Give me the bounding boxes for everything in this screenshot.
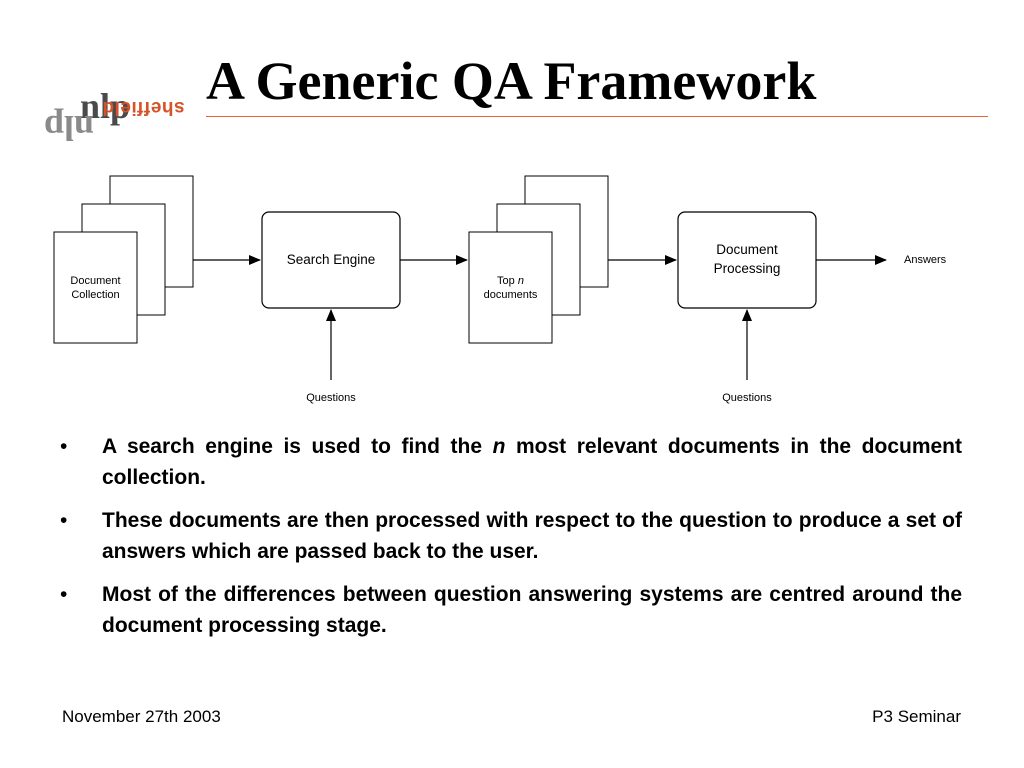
search-engine-node: Search Engine — [261, 211, 401, 309]
document-processing-node: Document Processing — [677, 211, 817, 309]
document-processing-label-line2: Processing — [714, 261, 781, 276]
nlp-sheffield-logo: nlp nlp sheffield — [44, 88, 214, 156]
bullet-item: • A search engine is used to find the n … — [60, 431, 962, 493]
bullet-emphasis-n: n — [492, 435, 506, 458]
questions-label-search: Questions — [306, 392, 356, 404]
top-n-prefix: Top — [497, 275, 515, 287]
top-n-variable: n — [518, 275, 524, 287]
top-n-documents-stack: Top n documents — [468, 175, 609, 344]
slide-title: A Generic QA Framework — [206, 51, 817, 111]
bullet-marker: • — [60, 583, 68, 606]
footer-event: P3 Seminar — [872, 707, 961, 726]
top-n-page-front — [468, 231, 553, 344]
search-engine-label: Search Engine — [287, 252, 376, 267]
logo-nlp-text: nlp — [80, 86, 131, 126]
top-n-label-line2: documents — [484, 289, 538, 301]
document-collection-label-line2: Collection — [71, 289, 119, 301]
bullet-text-before: A search engine is used to find the — [102, 435, 493, 458]
bullet-item: • Most of the differences between questi… — [60, 579, 962, 641]
document-collection-label-line1: Document — [70, 275, 120, 287]
title-underline — [206, 116, 988, 117]
questions-label-processing: Questions — [722, 392, 772, 404]
bullet-text-after: most relevant documents in the document … — [102, 435, 963, 489]
document-collection-stack: Document Collection — [53, 175, 194, 344]
top-n-label-line1: Top n — [497, 275, 524, 287]
bullet-text: Most of the differences between question… — [102, 583, 962, 637]
bullet-text: These documents are then processed with … — [102, 509, 962, 563]
document-page-front — [53, 231, 138, 344]
document-processing-box — [677, 211, 817, 309]
bullet-item: • These documents are then processed wit… — [60, 505, 962, 567]
bullet-marker: • — [60, 509, 68, 532]
bullet-marker: • — [60, 435, 68, 458]
bullet-list: • A search engine is used to find the n … — [60, 431, 962, 653]
footer-date: November 27th 2003 — [62, 707, 221, 726]
document-processing-label-line1: Document — [716, 242, 778, 257]
answers-label: Answers — [904, 254, 947, 266]
